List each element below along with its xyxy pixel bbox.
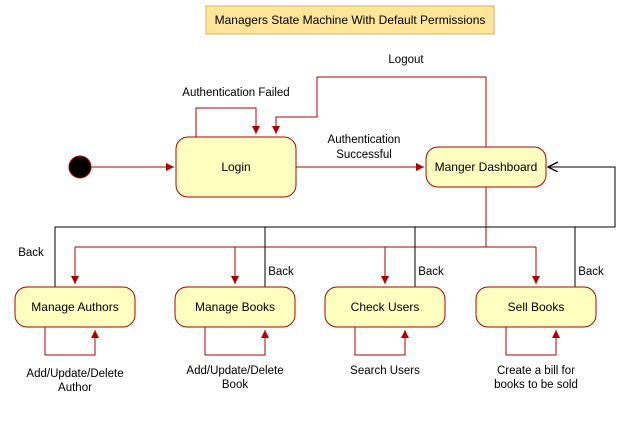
label-authors-self-line1: Add/Update/Delete bbox=[26, 368, 123, 380]
title-box bbox=[205, 5, 495, 35]
label-auth-success-line1: Authentication bbox=[328, 134, 401, 146]
state-manage-books[interactable] bbox=[174, 286, 296, 328]
state-manage-authors[interactable] bbox=[14, 286, 136, 328]
edge-users-self-loop bbox=[354, 327, 409, 356]
edge-sell-self-loop bbox=[505, 327, 560, 356]
state-login-label: Login bbox=[221, 160, 250, 174]
diagram-title: Managers State Machine With Default Perm… bbox=[215, 13, 486, 27]
state-sell-books-label: Sell Books bbox=[508, 300, 565, 314]
state-check-users[interactable] bbox=[324, 286, 446, 328]
edge-authors-self-loop bbox=[44, 327, 99, 356]
label-books-self-line1: Add/Update/Delete bbox=[186, 365, 283, 377]
edge-logout bbox=[272, 76, 487, 147]
state-dashboard[interactable] bbox=[425, 146, 547, 188]
state-sell-books[interactable] bbox=[475, 286, 597, 328]
label-back-sell: Back bbox=[578, 266, 604, 278]
label-authors-self-line2: Author bbox=[58, 382, 92, 394]
label-back-books: Back bbox=[268, 266, 294, 278]
initial-state bbox=[68, 155, 92, 179]
label-books-self-line2: Book bbox=[222, 379, 248, 391]
state-manage-authors-label: Manage Authors bbox=[31, 300, 118, 314]
label-logout: Logout bbox=[388, 54, 424, 66]
edge-books-self-loop bbox=[204, 327, 269, 356]
state-dashboard-label: Manger Dashboard bbox=[435, 160, 538, 174]
label-back-authors: Back bbox=[18, 247, 44, 259]
state-login[interactable] bbox=[175, 136, 297, 198]
label-sell-self-line1: Create a bill for bbox=[497, 365, 575, 377]
label-auth-success-line2: Successful bbox=[336, 149, 392, 161]
label-auth-failed: Authentication Failed bbox=[182, 87, 289, 99]
label-back-users: Back bbox=[418, 266, 444, 278]
label-sell-self-line2: books to be sold bbox=[494, 379, 578, 391]
state-manage-books-label: Manage Books bbox=[195, 300, 275, 314]
label-users-self: Search Users bbox=[350, 365, 420, 377]
edge-back-bus bbox=[54, 167, 616, 287]
state-check-users-label: Check Users bbox=[351, 300, 420, 314]
edge-auth-failed-loop bbox=[195, 107, 260, 137]
